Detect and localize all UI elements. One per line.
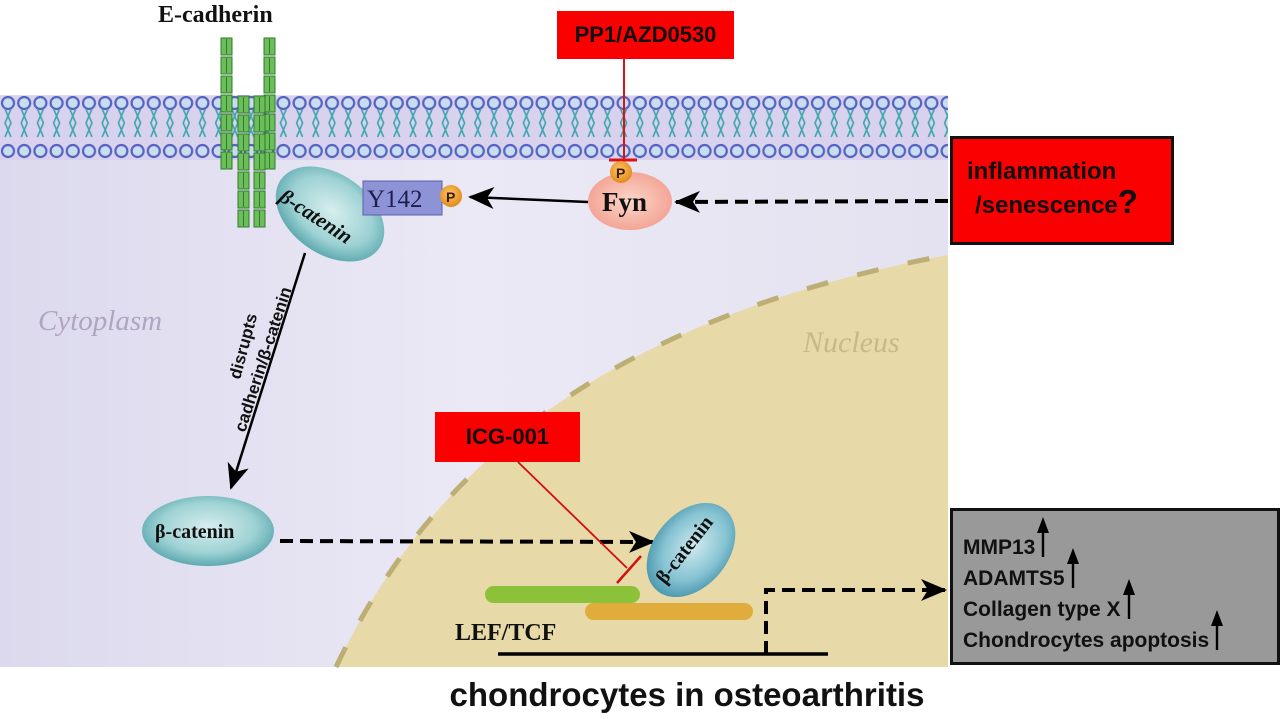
- outcome-label: MMP13: [963, 536, 1036, 559]
- outcome-item: Chondrocytes apoptosis: [963, 610, 1277, 652]
- figure-caption: chondrocytes in osteoarthritis: [449, 676, 925, 713]
- fyn-phospho-label: P: [616, 165, 625, 181]
- lef-tcf-label: LEF/TCF: [455, 620, 556, 646]
- transcription-arrow: [764, 579, 947, 654]
- icg-001-label: ICG-001: [465, 424, 550, 449]
- y142-phospho-icon: [440, 185, 462, 207]
- y142-phospho-label: P: [446, 189, 455, 205]
- e-cadherin-complex: [220, 37, 276, 228]
- lef-bar: [485, 586, 640, 603]
- tcf-bar: [585, 603, 753, 620]
- y142-label: Y142: [367, 186, 423, 213]
- beta-catenin-cytoplasm-label: β-catenin: [155, 521, 234, 543]
- stimulus-line1: inflammation: [967, 158, 1117, 185]
- stimulus-line2-wrap: /senescence?: [967, 185, 1171, 221]
- translocation-arrow: [279, 530, 655, 553]
- up-arrow-icon: [1066, 548, 1079, 588]
- nucleus-region: [336, 255, 948, 667]
- nucleus-label: Nucleus: [802, 326, 900, 359]
- pp1-azd0530-inhibitor-box: PP1/AZD0530: [557, 11, 734, 59]
- outcome-item: ADAMTS5: [963, 548, 1277, 590]
- outcome-label: Collagen type X: [963, 598, 1121, 621]
- up-arrow-icon: [1211, 610, 1224, 650]
- disrupts-arrow: [227, 252, 307, 490]
- beta-catenin-membrane-node: [275, 166, 385, 262]
- fyn-to-y142-arrow: [468, 187, 589, 210]
- up-arrow-icon: [1037, 517, 1050, 557]
- beta-catenin-cytoplasm-node: [142, 496, 274, 566]
- lipid-bilayer: [0, 96, 948, 160]
- e-cadherin-label: E-cadherin: [158, 2, 273, 28]
- outcome-item: MMP13: [963, 517, 1277, 559]
- inflammation-senescence-box: inflammation /senescence?: [950, 136, 1174, 245]
- nuclear-envelope: [333, 252, 949, 669]
- question-mark: ?: [1117, 183, 1138, 220]
- icg-001-inhibitor-box: ICG-001: [435, 412, 580, 462]
- outcome-label: ADAMTS5: [963, 567, 1065, 590]
- fyn-node: [588, 172, 672, 230]
- icg-inhibition-line: [517, 461, 628, 569]
- fyn-phospho-icon: [610, 161, 632, 183]
- up-arrow-icon: [1122, 579, 1135, 619]
- icg-inhibition-bar: [616, 555, 642, 584]
- fyn-label: Fyn: [602, 187, 647, 217]
- stimulus-line2: /senescence: [975, 192, 1118, 219]
- cytoplasm-label: Cytoplasm: [38, 305, 162, 337]
- beta-catenin-nucleus-node: [646, 502, 736, 598]
- outcome-label: Chondrocytes apoptosis: [963, 629, 1210, 652]
- stimulus-to-fyn-arrow: [674, 190, 949, 213]
- pp1-azd0530-label: PP1/AZD0530: [574, 22, 717, 47]
- outcome-item: Collagen type X: [963, 579, 1277, 621]
